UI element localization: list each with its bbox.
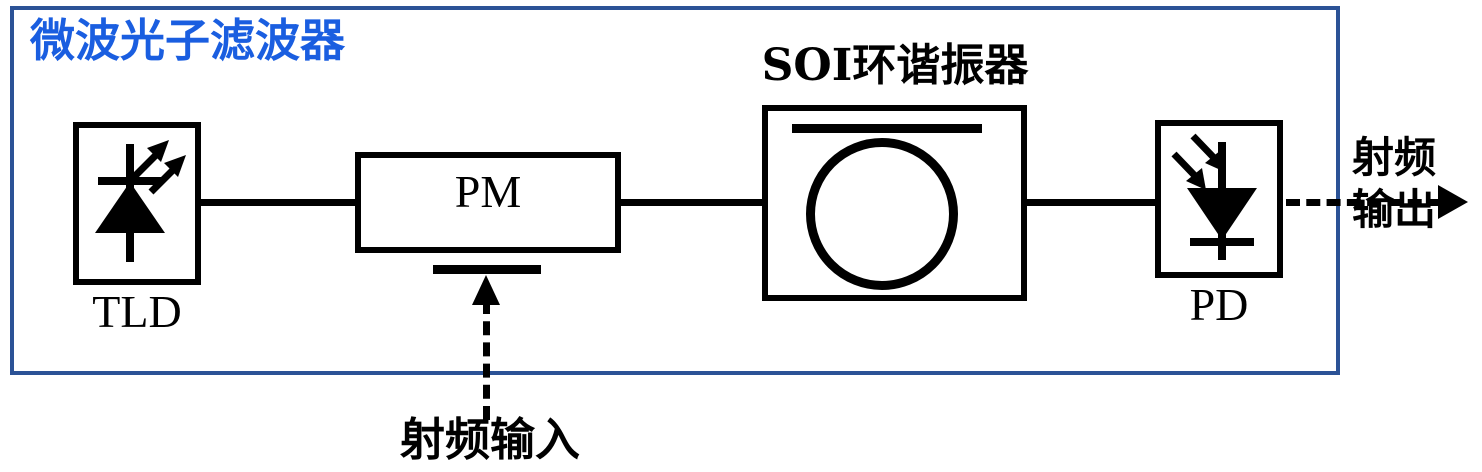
rf-output-label-line2: 输出 [1352,185,1437,234]
rf-output-label-line1: 射频 [1352,133,1437,182]
microwave-photonic-filter-enclosure [10,6,1340,375]
ring-resonator-icon [806,138,958,290]
link-pm-to-soi [618,199,765,206]
pd-label: PD [1189,279,1249,330]
pm-component-box [355,152,621,253]
soi-label: SOI环谐振器 [761,40,1029,91]
rf-output-arrowhead-icon [1438,185,1468,219]
tld-component-box [73,122,201,285]
pm-label: PM [454,166,522,217]
rf-output-dashed-line [1286,199,1442,206]
page-title: 微波光子滤波器 [30,14,346,67]
rf-input-dashed-line [483,300,490,420]
pm-electrode-icon [433,265,541,274]
rf-input-label: 射频输入 [399,413,580,466]
photodiode-icon [1171,133,1257,260]
rf-output-label: 射频 输出 [1352,132,1472,236]
rf-input-arrowhead-icon [472,275,500,305]
link-tld-to-pm [198,199,358,206]
tld-label: TLD [92,286,182,337]
link-soi-to-pd [1024,199,1158,206]
bus-waveguide-icon [792,124,982,133]
laser-diode-icon [95,140,186,262]
